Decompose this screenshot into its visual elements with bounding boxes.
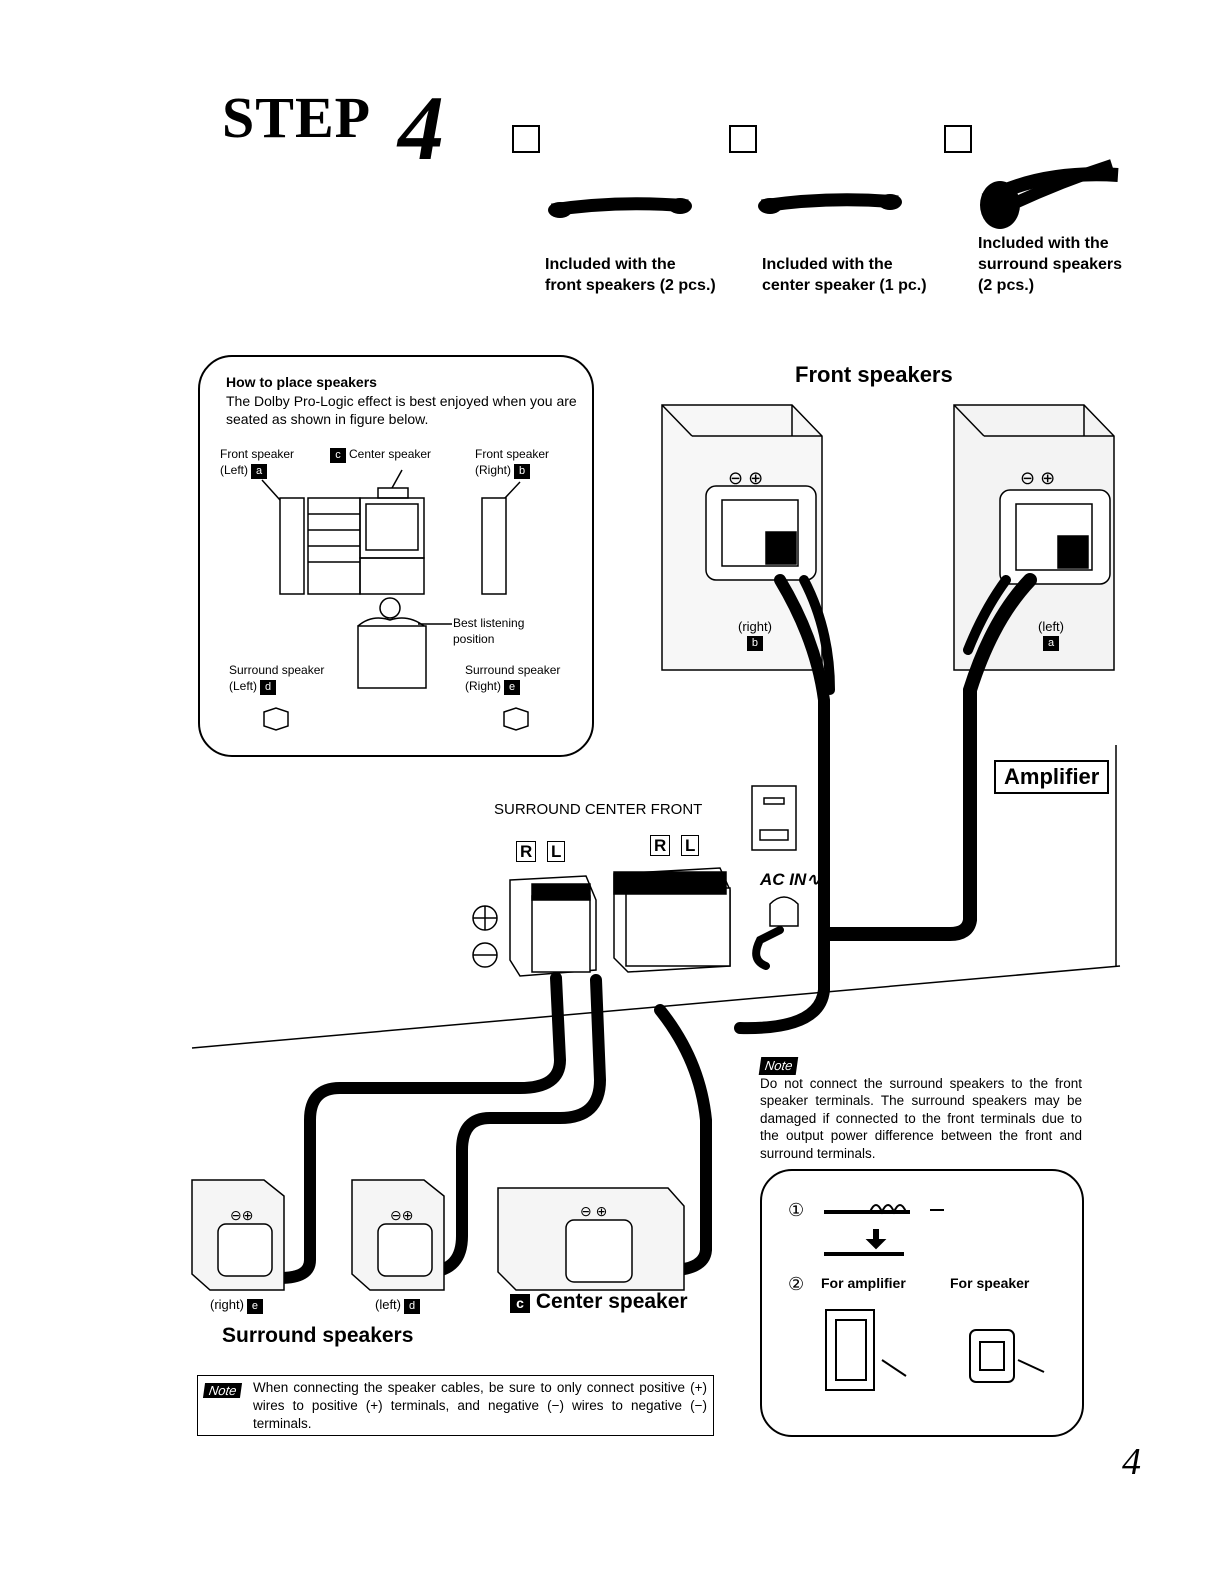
- note-tag: Note: [758, 1057, 799, 1075]
- svg-text:⊖ ⊕: ⊖ ⊕: [580, 1203, 607, 1219]
- how-to-text: The Dolby Pro-Logic effect is best enjoy…: [226, 393, 577, 427]
- svg-text:⊖ ⊕: ⊖ ⊕: [1020, 468, 1055, 488]
- front-speaker-right-drawing: ⊖ ⊕: [661, 404, 823, 671]
- step-number: 4: [398, 77, 444, 179]
- front-cable-illustration: [548, 197, 692, 218]
- terminal-heading: SURROUND CENTER FRONT: [494, 801, 703, 818]
- step-1-marker: ①: [788, 1200, 805, 1220]
- wire-prep-box: [760, 1169, 1084, 1437]
- svg-text:⊖⊕: ⊖⊕: [390, 1207, 413, 1223]
- front-rl-marks: R L: [650, 835, 700, 856]
- amplifier-panel: [191, 745, 1121, 1049]
- surround-left-speaker-label: (left)d: [375, 1297, 420, 1314]
- front-left-speaker-label: (left)a: [1038, 619, 1064, 651]
- polarity-note-text: When connecting the speaker cables, be s…: [253, 1380, 707, 1431]
- speaker-cables: [274, 573, 1037, 1284]
- surround-speaker-right-drawing: ⊖⊕: [191, 1179, 285, 1291]
- for-amplifier-label: For amplifier: [821, 1275, 906, 1291]
- checkbox-surround-cables[interactable]: [944, 125, 972, 153]
- how-to-title: How to place speakers: [226, 374, 377, 390]
- svg-text:⊖⊕: ⊖⊕: [230, 1207, 253, 1223]
- step-word: STEP: [222, 85, 372, 150]
- polarity-note-tag: Note: [202, 1382, 243, 1400]
- front-speakers-title: Front speakers: [795, 362, 953, 387]
- surround-warning-note: Note Do not connect the surround speaker…: [758, 1057, 1082, 1161]
- how-to-place-box: [198, 355, 594, 757]
- center-cable-illustration: [758, 193, 902, 214]
- page-number: 4: [1122, 1441, 1141, 1483]
- surround-rl-marks: R L: [516, 841, 566, 862]
- wire-prep-illustration: [824, 1204, 1045, 1391]
- amplifier-label: Amplifier: [994, 760, 1110, 794]
- surround-right-speaker-label: (right)e: [210, 1297, 263, 1314]
- surround-speaker-left-drawing: ⊖⊕: [351, 1179, 445, 1291]
- checkbox-center-cable[interactable]: [729, 125, 757, 153]
- surround-cable-illustration: [980, 159, 1119, 229]
- center-speaker-title: c Center speaker: [510, 1290, 688, 1314]
- surround-speakers-title: Surround speakers: [222, 1324, 414, 1347]
- front-left-label: Front speaker (Left)a: [220, 447, 295, 479]
- surround-right-label: Surround speaker (Right)e: [465, 663, 561, 695]
- center-speaker-drawing: ⊖ ⊕: [497, 1187, 685, 1291]
- for-speaker-label: For speaker: [950, 1275, 1030, 1291]
- ac-in-label: AC IN∿: [760, 870, 821, 889]
- placement-diagram: [261, 469, 529, 731]
- step-2-marker: ②: [788, 1274, 805, 1294]
- polarity-note-box: [197, 1375, 714, 1436]
- surround-left-label: Surround speaker (Left)d: [229, 663, 325, 695]
- checkbox-front-cables[interactable]: [512, 125, 540, 153]
- front-right-label: Front speaker (Right)b: [475, 447, 550, 479]
- front-right-speaker-label: (right)b: [738, 619, 772, 651]
- svg-text:⊖ ⊕: ⊖ ⊕: [728, 468, 763, 488]
